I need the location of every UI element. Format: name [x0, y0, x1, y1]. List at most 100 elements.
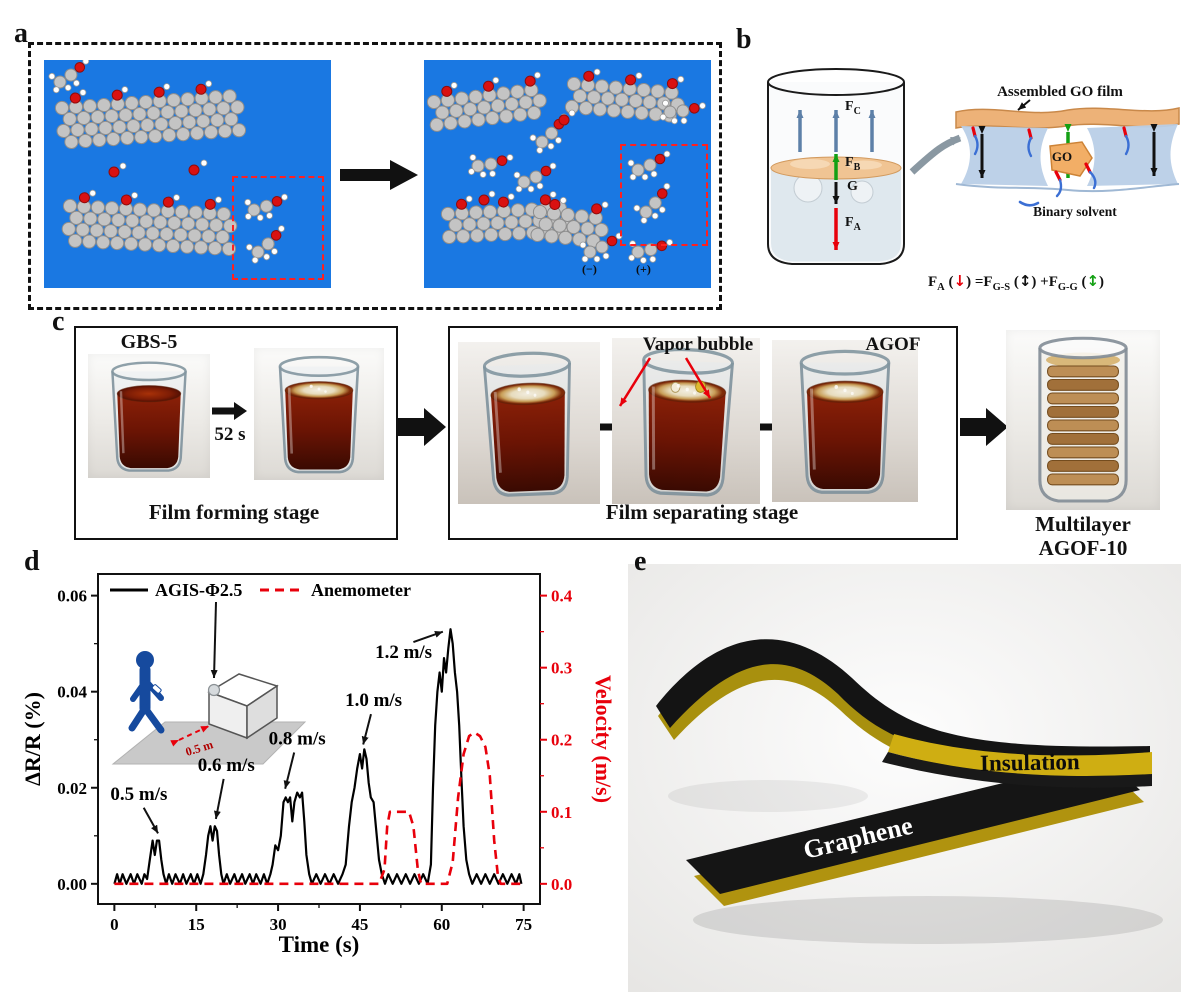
force-g-label: G: [847, 179, 858, 194]
shadow: [693, 896, 1163, 944]
go-sheets-before-diagram: [48, 60, 288, 264]
updown-arrow-icon: ↕: [1086, 272, 1100, 290]
solvent-molecule: [633, 182, 671, 224]
force-symbol: F: [845, 155, 854, 170]
beaker-rim: [767, 68, 905, 96]
annotation-label: 0.6 m/s: [198, 755, 255, 776]
solvent-molecule: [627, 150, 671, 181]
y-tick-label-left: 0.02: [57, 779, 87, 798]
sensor-dot: [207, 683, 221, 697]
y-tick-label-left: 0.04: [57, 683, 87, 702]
legend-label-anemometer: Anemometer: [311, 580, 411, 600]
assembled-film-title: Assembled GO film: [997, 84, 1123, 100]
surfactant-molecules: [971, 126, 1130, 207]
formula-part: F: [928, 274, 938, 290]
film-forming-stage-label: Film forming stage: [148, 500, 320, 524]
annotation-arrow: [213, 778, 225, 820]
transition-arrow: [340, 160, 418, 190]
formula-part: ): [1099, 274, 1105, 290]
legend-to-sensor-arrow: [210, 601, 218, 679]
film-highlight: [846, 160, 882, 170]
solvent-molecule: [468, 154, 514, 178]
shadow: [668, 780, 868, 812]
solvent-molecule: [244, 193, 288, 222]
solvent-molecule: [48, 60, 90, 94]
film-highlight: [790, 159, 830, 169]
go-sheet: [426, 71, 547, 132]
x-tick-label: 45: [351, 915, 368, 934]
y-tick-label-right: 0.1: [551, 803, 572, 822]
y-axis-title-right: Velocity (m/s): [591, 675, 616, 803]
force-subscript: C: [853, 105, 861, 117]
annotation-label: 0.8 m/s: [269, 729, 326, 750]
assembled-film-strip: [955, 107, 1180, 129]
panel-e-label: e: [634, 546, 647, 577]
solvent-meniscus-right: [1087, 124, 1178, 186]
solvent-molecule: [659, 99, 706, 125]
beaker-photo-art: [111, 361, 187, 472]
zoom-connector-arrow: [909, 134, 962, 175]
film-separating-box: [448, 326, 958, 540]
vapor-bubble-arrows: [618, 357, 712, 407]
agof-label: AGOF: [865, 334, 921, 355]
beaker-photo-1: [88, 354, 210, 478]
go-sheet: [54, 80, 247, 150]
annotation-arrow: [413, 630, 444, 644]
multilayer-art: [1038, 336, 1128, 503]
walking-person-icon: [128, 651, 165, 734]
go-flake-label: GO: [1051, 149, 1073, 164]
distance-arrow: [170, 725, 210, 747]
negative-charge-label: (−): [582, 262, 597, 276]
positive-charge-label: (+): [636, 262, 651, 276]
go-sheets-before-box: [44, 60, 331, 288]
formula-part: (: [1010, 274, 1019, 290]
annotation-arrow: [283, 752, 296, 789]
y-tick-label-right: 0.0: [551, 875, 572, 894]
multilayer-label-line1: Multilayer: [1035, 512, 1131, 536]
go-sheet: [564, 68, 685, 123]
ethanol-highlight-before: [232, 176, 324, 280]
x-tick-label: 75: [515, 915, 532, 934]
vapor-bubble-label: Vapor bubble: [642, 334, 754, 355]
beaker-photo-3: [458, 342, 600, 504]
bubble: [850, 180, 874, 204]
x-tick-label: 0: [110, 915, 119, 934]
annotation-label: 1.2 m/s: [375, 642, 432, 663]
beaker-photo-2: [254, 348, 384, 480]
beaker-photo-art: [642, 347, 734, 497]
film-forming-box: [74, 326, 398, 540]
test-box: [207, 673, 279, 740]
walking-test-inset: 0.5 m: [111, 651, 307, 765]
force-balance-formula: FA (↓) =FG-S (↕) +FG-G (↕): [928, 272, 1104, 293]
device-render: Graphene Insulation: [628, 564, 1181, 992]
film-separating-stage-label: Film separating stage: [605, 500, 799, 524]
sample-label: GBS-5: [120, 331, 178, 353]
formula-part: ) =: [966, 274, 984, 290]
beaker-photo-4: [612, 338, 760, 504]
force-symbol: F: [845, 215, 854, 230]
go-sheets-after-box: (−) (+): [424, 60, 711, 288]
binary-solvent-label: Binary solvent: [1033, 204, 1117, 219]
x-axis-title: Time (s): [279, 932, 360, 957]
formula-part: G-S: [992, 282, 1011, 293]
process-arrow-1: [398, 408, 446, 446]
insulation-strip-top: [888, 734, 1152, 776]
beaker-photo-5: [772, 340, 918, 502]
force-subscript: B: [853, 161, 861, 173]
beaker-photo-art: [799, 349, 891, 494]
go-sheet: [530, 196, 609, 248]
y-axis-title-left: ΔR/R (%): [20, 692, 45, 786]
updown-arrow-icon: ↕: [1018, 272, 1032, 290]
time-label: 52 s: [214, 424, 246, 445]
multilayer-label-line2: AGOF-10: [1038, 536, 1128, 560]
panel-a-frame: [28, 42, 722, 310]
small-arrow: [212, 402, 247, 420]
assembly-mechanism-diagram: [767, 68, 1180, 265]
annotation-label: 1.0 m/s: [345, 690, 402, 711]
y-tick-label-left: 0.06: [57, 587, 87, 606]
annotation-label: 0.5 m/s: [110, 784, 167, 805]
annotation-arrow: [142, 807, 159, 834]
force-fc-label: FC: [845, 100, 861, 117]
beaker-schematic: [767, 68, 905, 265]
